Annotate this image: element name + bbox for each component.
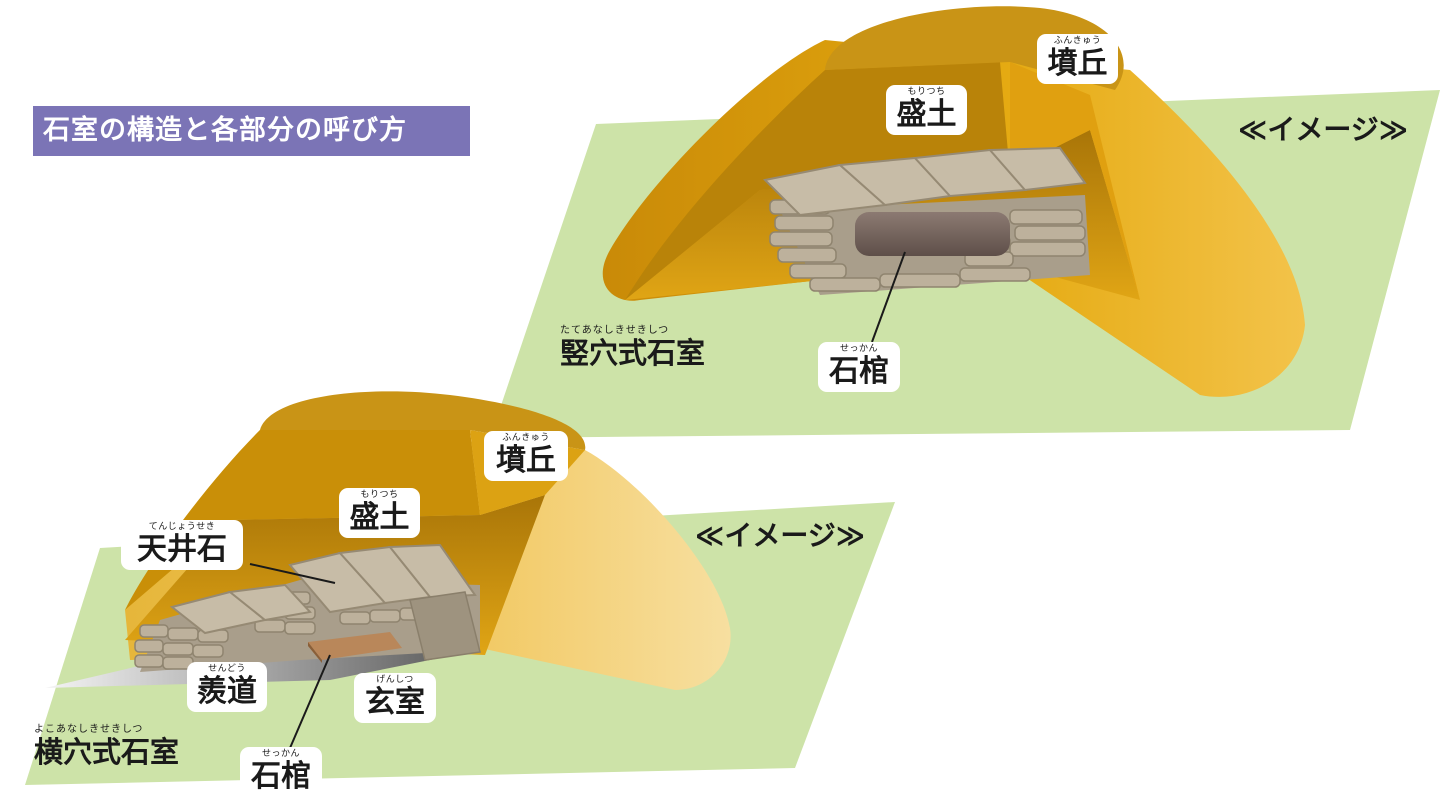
ruby: ふんきゅう — [1053, 36, 1102, 46]
ruby: せんどう — [208, 664, 246, 674]
type-label-top: たてあなしきせきしつ 竪穴式石室 — [560, 325, 705, 369]
mound-outer-shade-bottom — [125, 430, 480, 610]
stone-chamber-top — [762, 146, 1090, 295]
type-label-text: 横穴式石室 — [34, 735, 180, 769]
label-text: 玄室 — [365, 685, 425, 720]
ruby: せっかん — [839, 344, 878, 354]
label-coffin-bottom: せっかん 石棺 — [240, 747, 322, 797]
image-tag-bottom: ≪イメージ≫ — [695, 519, 866, 552]
ruby: もりつち — [907, 87, 946, 97]
coffin-bottom — [308, 632, 402, 663]
coffin-top — [855, 212, 1010, 256]
label-text: 天井石 — [137, 532, 227, 567]
type-label-bottom: よこあなしきせきしつ 横穴式石室 — [34, 724, 179, 768]
image-tag-top: ≪イメージ≫ — [1238, 113, 1409, 146]
stone-chamber-bottom — [134, 543, 481, 672]
ruby: よこあなしきせきしつ — [34, 724, 144, 735]
label-coffin-top: せっかん 石棺 — [818, 342, 900, 392]
ruby: せっかん — [261, 749, 300, 759]
label-ceiling-bottom: てんじょうせき 天井石 — [121, 520, 243, 570]
label-text: 羨道 — [197, 674, 257, 709]
ruby: もりつち — [360, 490, 399, 500]
label-mound-bottom: ふんきゅう 墳丘 — [484, 431, 568, 481]
label-text: 盛土 — [349, 500, 410, 535]
label-passage-bottom: せんどう 羨道 — [187, 662, 267, 712]
label-text: 盛土 — [896, 97, 957, 132]
label-fill-bottom: もりつち 盛土 — [339, 488, 420, 538]
mound-cut-right-top — [1010, 62, 1140, 300]
ruby: てんじょうせき — [148, 522, 216, 532]
ruby: ふんきゅう — [502, 433, 550, 443]
label-text: 墳丘 — [1047, 46, 1108, 81]
type-label-text: 竪穴式石室 — [560, 336, 706, 370]
label-mound-top: ふんきゅう 墳丘 — [1037, 34, 1118, 84]
label-fill-top: もりつち 盛土 — [886, 85, 967, 135]
label-text: 石棺 — [251, 759, 311, 794]
label-text: 石棺 — [829, 354, 889, 389]
label-text: 墳丘 — [496, 443, 556, 478]
ruby: げんしつ — [376, 675, 414, 685]
label-chamber-bottom: げんしつ 玄室 — [354, 673, 436, 723]
page-title: 石室の構造と各部分の呼び方 — [33, 106, 470, 156]
ruby: たてあなしきせきしつ — [560, 325, 670, 336]
